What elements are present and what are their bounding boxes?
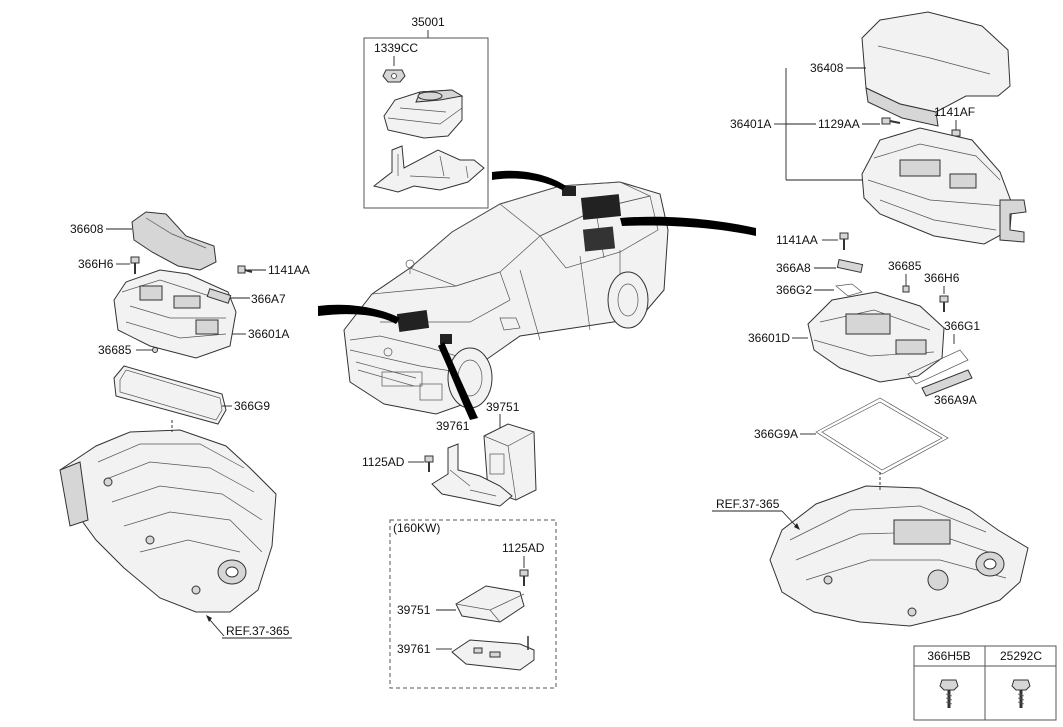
label-left-ref[interactable]: REF.37-365 bbox=[226, 624, 290, 638]
label-366A9A[interactable]: 366A9A bbox=[934, 393, 977, 407]
car-ecu-marker bbox=[440, 334, 452, 344]
center-ecu-group: 39751 39761 1125AD bbox=[362, 400, 537, 507]
label-center-39761[interactable]: 39761 bbox=[436, 419, 470, 433]
left-gasket-part bbox=[113, 365, 227, 425]
top-group-frame bbox=[363, 37, 489, 209]
top-group: 35001 1339CC bbox=[363, 15, 489, 209]
left-cover-part bbox=[131, 211, 217, 271]
label-36601A[interactable]: 36601A bbox=[248, 327, 289, 341]
right-lower-assembly: 1141AA 366A8 36685 366G2 366H6 36601D bbox=[712, 232, 1029, 627]
left-clip-part bbox=[152, 347, 158, 353]
legend-col1-header[interactable]: 366H5B bbox=[927, 649, 970, 663]
label-366A7[interactable]: 366A7 bbox=[251, 292, 286, 306]
car-rear-module-2 bbox=[582, 226, 616, 252]
center-bracket-part bbox=[431, 443, 513, 507]
label-1141AF[interactable]: 1141AF bbox=[934, 105, 975, 119]
label-366G2[interactable]: 366G2 bbox=[776, 283, 812, 297]
label-left-36685[interactable]: 36685 bbox=[98, 343, 132, 357]
center-bolt-part bbox=[424, 455, 434, 472]
left-bolt-part bbox=[130, 256, 140, 274]
right-seal-1-part bbox=[836, 258, 864, 274]
right-module-part bbox=[807, 291, 945, 383]
top-module-part bbox=[383, 89, 464, 139]
car-top-marker bbox=[562, 186, 576, 196]
label-36401A[interactable]: 36401A bbox=[730, 117, 771, 131]
label-366G9A[interactable]: 366G9A bbox=[754, 427, 798, 441]
left-seal-part bbox=[206, 288, 232, 304]
label-right-ref[interactable]: REF.37-365 bbox=[716, 497, 780, 511]
right-top-assembly: 36408 36401A 1129AA 1141AF bbox=[730, 11, 1027, 245]
variant-bracket-part bbox=[451, 636, 535, 671]
label-366A8[interactable]: 366A8 bbox=[776, 261, 811, 275]
legend-col2-header[interactable]: 25292C bbox=[1000, 649, 1042, 663]
screw-part bbox=[382, 69, 406, 83]
label-36608[interactable]: 36608 bbox=[70, 222, 104, 236]
label-right-366H6[interactable]: 366H6 bbox=[924, 271, 960, 285]
label-variant-39761[interactable]: 39761 bbox=[397, 642, 431, 656]
left-module-part bbox=[113, 269, 237, 359]
variant-box: (160KW) 1125AD 39751 39761 bbox=[389, 519, 557, 689]
variant-ecu-part bbox=[455, 585, 525, 623]
label-variant-1125AD[interactable]: 1125AD bbox=[502, 541, 545, 555]
car-front-module bbox=[396, 309, 430, 333]
right-bolt-4-part bbox=[939, 295, 949, 312]
label-center-1125AD[interactable]: 1125AD bbox=[362, 455, 405, 469]
variant-bolt-part bbox=[519, 569, 529, 586]
sweep-left bbox=[318, 304, 400, 324]
label-right-36685[interactable]: 36685 bbox=[888, 259, 922, 273]
right-bolt-1-part bbox=[881, 117, 901, 125]
variant-frame bbox=[389, 519, 557, 689]
legend-bolt-icon-2 bbox=[1011, 679, 1031, 708]
sweep-top bbox=[492, 170, 566, 190]
label-366G1[interactable]: 366G1 bbox=[944, 319, 980, 333]
right-clip-part bbox=[902, 285, 910, 293]
label-1339CC[interactable]: 1339CC bbox=[374, 41, 418, 55]
sweep-right bbox=[620, 216, 756, 236]
label-36601D[interactable]: 36601D bbox=[748, 331, 790, 345]
right-gasket-side-part bbox=[907, 349, 969, 385]
label-35001[interactable]: 35001 bbox=[411, 15, 445, 29]
label-right-1141AA[interactable]: 1141AA bbox=[776, 233, 818, 247]
label-left-366H6[interactable]: 366H6 bbox=[78, 257, 114, 271]
right-seal-2-part bbox=[921, 369, 973, 397]
right-gasket-small-part bbox=[835, 283, 863, 297]
label-366G9[interactable]: 366G9 bbox=[234, 399, 270, 413]
right-inverter-part bbox=[861, 127, 1027, 245]
top-bracket-part bbox=[372, 145, 485, 193]
center-ecu-part bbox=[483, 423, 537, 501]
left-assembly: 36608 366H6 1141AA bbox=[59, 211, 310, 639]
sweep-arrows bbox=[318, 170, 756, 420]
left-bolt2-part bbox=[237, 265, 253, 274]
right-gasket-part bbox=[815, 397, 949, 475]
label-1129AA[interactable]: 1129AA bbox=[818, 117, 860, 131]
legend-bolt-icon-1 bbox=[939, 679, 959, 708]
sweep-bottom bbox=[438, 342, 478, 420]
legend-table: 366H5B 25292C bbox=[913, 645, 1057, 721]
left-motor-housing bbox=[59, 429, 277, 613]
label-variant-39751[interactable]: 39751 bbox=[397, 603, 431, 617]
vehicle-illustration bbox=[343, 181, 669, 415]
car-rear-module bbox=[580, 194, 622, 220]
label-left-1141AA[interactable]: 1141AA bbox=[268, 263, 310, 277]
right-cover-part bbox=[861, 11, 1011, 127]
right-bolt-3-part bbox=[839, 232, 849, 250]
variant-title[interactable]: (160KW) bbox=[393, 521, 440, 535]
right-motor-housing bbox=[769, 485, 1029, 627]
label-36408[interactable]: 36408 bbox=[810, 61, 844, 75]
label-center-39751[interactable]: 39751 bbox=[486, 400, 520, 414]
